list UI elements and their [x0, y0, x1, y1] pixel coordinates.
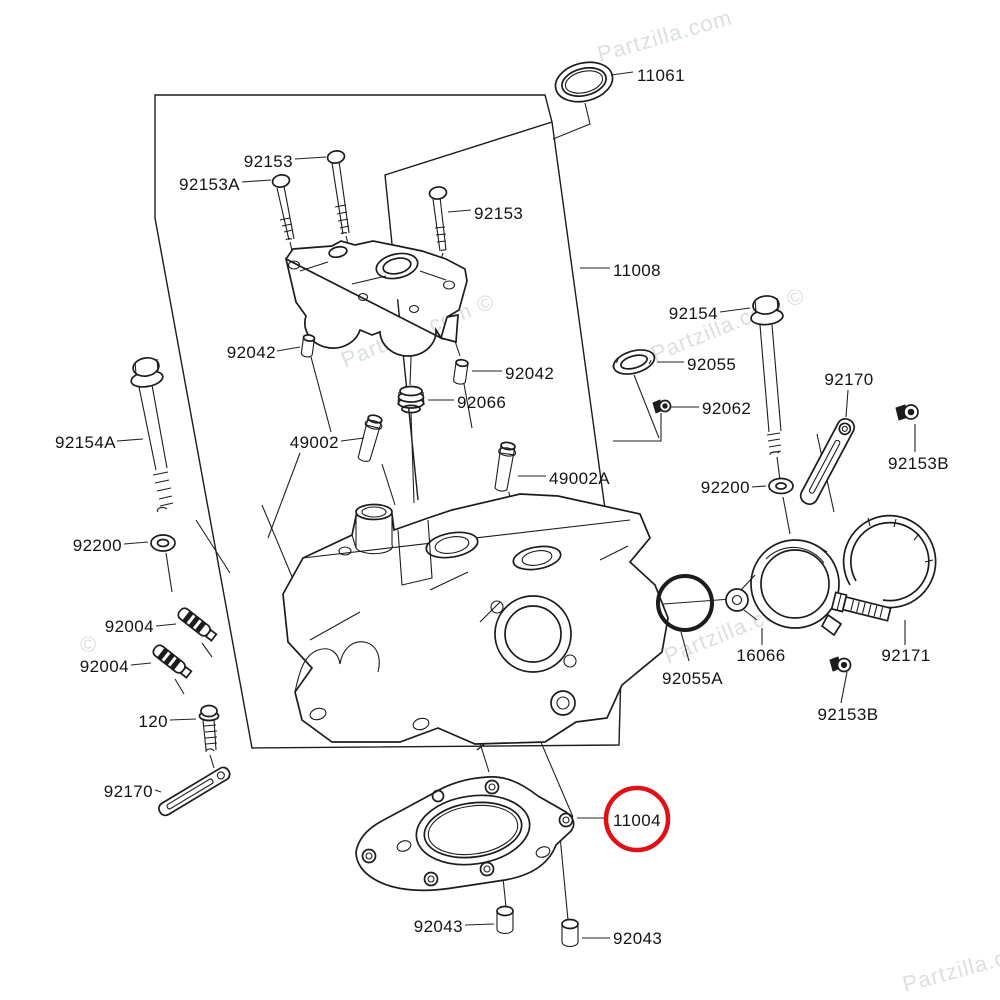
part-camshaft-cap: [284, 240, 468, 357]
part-plug-92062: [652, 399, 672, 414]
part-guide-92170-right: [799, 417, 856, 506]
part-bolt-92154A: [130, 357, 174, 513]
part-label-92153-top[interactable]: 92153: [244, 152, 293, 171]
part-oring-92055A: [656, 574, 714, 632]
part-label-11008[interactable]: 11008: [613, 261, 661, 280]
part-label-92170-left[interactable]: 92170: [104, 782, 153, 801]
part-label-92170-right[interactable]: 92170: [824, 370, 873, 389]
part-valve-guide-49002: [357, 414, 383, 462]
part-label-92062[interactable]: 92062: [702, 399, 751, 418]
part-label-92043-left[interactable]: 92043: [414, 917, 463, 936]
part-valve-guide-49002A: [494, 441, 517, 492]
part-label-92004-upper[interactable]: 92004: [105, 617, 154, 636]
part-cylinder-head: [282, 493, 669, 745]
part-label-11004-selected[interactable]: 11004: [613, 811, 661, 830]
part-washer-92200-left: [150, 534, 176, 552]
part-label-92153A[interactable]: 92153A: [179, 175, 240, 194]
part-label-120[interactable]: 120: [138, 712, 168, 731]
part-label-92004-lower[interactable]: 92004: [80, 657, 129, 676]
watermark: Partzilla.com: [594, 4, 734, 66]
part-label-92055A[interactable]: 92055A: [662, 669, 723, 688]
part-label-92043-right[interactable]: 92043: [613, 929, 662, 948]
part-label-92154[interactable]: 92154: [669, 304, 718, 323]
part-label-16066[interactable]: 16066: [736, 646, 785, 665]
part-washer-92200-right: [768, 477, 794, 495]
part-bolt-92154: [750, 295, 784, 456]
part-labels: 11061 92153 92153A 92153 11008 92042 920…: [55, 66, 949, 948]
watermark: ©: [80, 632, 97, 657]
part-label-92154A[interactable]: 92154A: [55, 433, 116, 452]
part-dowel-92043-left: [496, 905, 514, 935]
part-guide-92170-left: [158, 766, 231, 817]
part-label-11061[interactable]: 11061: [637, 66, 685, 85]
part-label-92042-left[interactable]: 92042: [227, 343, 276, 362]
part-bolt-92153-c: [428, 186, 448, 252]
part-seal-92055: [612, 349, 656, 375]
part-bolt-92153B-bottom: [829, 656, 852, 673]
part-label-92200-left[interactable]: 92200: [73, 536, 122, 555]
part-dowel-92043-right: [561, 918, 579, 948]
part-label-49002[interactable]: 49002: [290, 433, 339, 452]
part-label-49002A[interactable]: 49002A: [549, 469, 610, 488]
watermark: Partzilla.com ©: [648, 282, 809, 366]
selected-part-highlight-circle[interactable]: [603, 785, 671, 853]
part-dowel-92042-right: [453, 358, 469, 385]
watermark: Partzilla.co: [900, 942, 1000, 997]
part-bolt-92153-a: [271, 174, 295, 241]
part-grommet-92066: [397, 385, 425, 414]
part-label-92055[interactable]: 92055: [687, 355, 736, 374]
part-label-92200-right[interactable]: 92200: [701, 478, 750, 497]
part-bolt-92153-b: [326, 150, 350, 235]
part-bolt-92153B-right: [895, 404, 919, 421]
part-label-92066[interactable]: 92066: [457, 393, 506, 412]
part-seal-11061: [554, 61, 614, 103]
part-label-92042-right[interactable]: 92042: [505, 364, 554, 383]
part-label-92153B-right[interactable]: 92153B: [888, 454, 949, 473]
part-bolt-120: [198, 704, 220, 753]
part-label-92153-right[interactable]: 92153: [474, 204, 523, 223]
part-label-92171[interactable]: 92171: [881, 646, 930, 665]
part-screw-92004-lower: [152, 644, 193, 679]
part-dowel-92042-left: [300, 334, 316, 358]
part-head-gasket: [355, 776, 575, 892]
part-label-92153B-bottom[interactable]: 92153B: [817, 705, 878, 724]
part-clamp-92171: [830, 514, 937, 622]
part-holder-16066: [725, 539, 843, 637]
part-screw-92004-upper: [177, 607, 218, 642]
